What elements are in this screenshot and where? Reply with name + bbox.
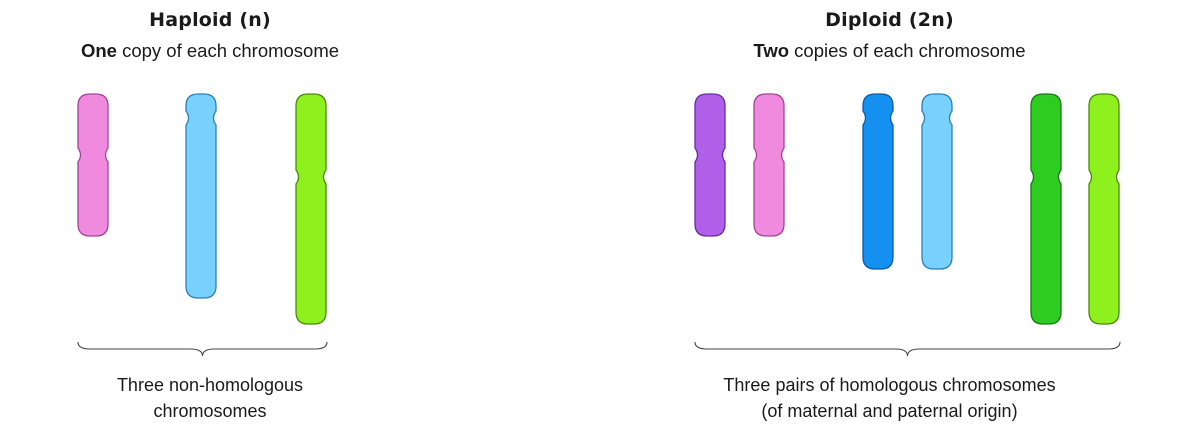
diploid-chromosome-pink <box>754 94 784 236</box>
haploid-chromosome-light-blue <box>186 94 216 298</box>
diploid-chromosome-light-blue <box>922 94 952 269</box>
haploid-chromosome-pink <box>78 94 108 236</box>
braces-group <box>78 342 1120 356</box>
chromosomes-group <box>78 94 1119 324</box>
diploid-brace <box>695 342 1120 356</box>
diploid-chromosome-lime <box>1089 94 1119 324</box>
diploid-chromosome-green <box>1031 94 1061 324</box>
diploid-chromosome-purple <box>695 94 725 236</box>
haploid-brace <box>78 342 327 356</box>
diploid-chromosome-blue <box>863 94 893 269</box>
haploid-chromosome-lime <box>296 94 326 324</box>
